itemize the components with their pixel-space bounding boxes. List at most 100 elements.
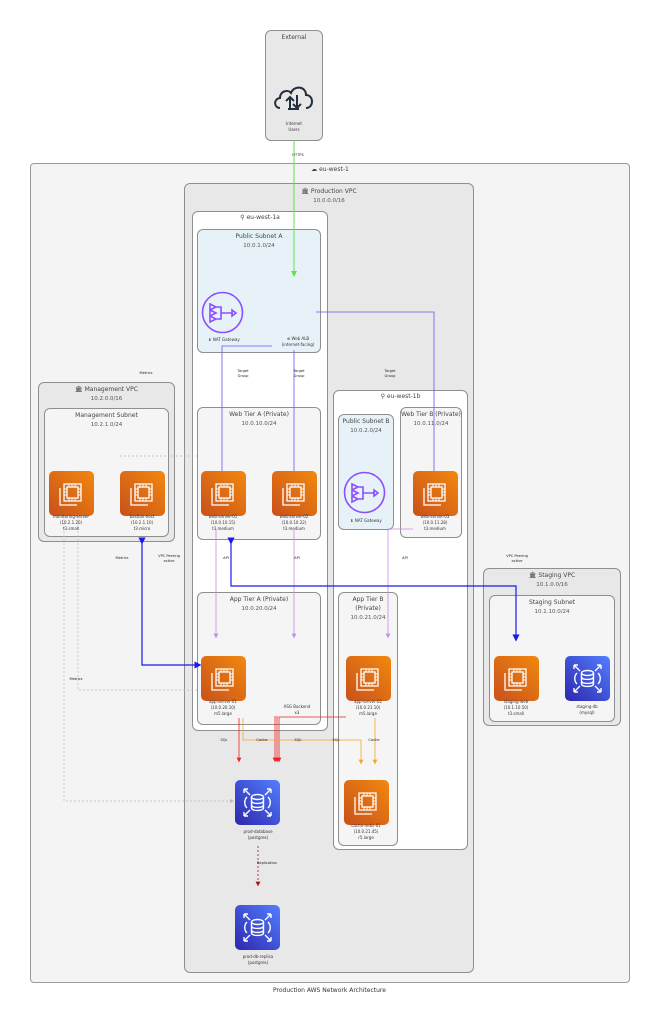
public-subnet-a-title: Public Subnet A 10.0.1.0/24 (198, 232, 320, 251)
app-tier-a-name: App Tier A (Private) (229, 596, 289, 603)
ec2-instance-icon[interactable] (49, 471, 94, 516)
mgmt-subnet-name: Management Subnet (75, 412, 138, 419)
ec2-instance-icon[interactable] (201, 656, 246, 701)
node-name: web-server-02 (279, 514, 309, 519)
edge-label-api: API (223, 556, 229, 560)
nat-gateway-b-label: ⬇ NAT Gateway (350, 518, 382, 523)
az-a-name: eu-west-1a (246, 214, 280, 221)
app-tier-a-cidr: 10.0.20.0/24 (241, 606, 277, 612)
prod-vpc-cidr: 10.0.0.0/16 (313, 198, 345, 204)
node-name: bastion-host (129, 514, 155, 519)
region-name: eu-west-1 (319, 166, 349, 173)
node-ip: (10.0.11.28) (422, 520, 448, 525)
node-name: cache-redis-01 (351, 823, 381, 828)
vpc-icon: 🏛 (301, 188, 309, 195)
cache-redis-01-label: cache-redis-01(10.0.21.45)r5.large (351, 823, 381, 841)
node-name: web-server-03 (420, 514, 450, 519)
ec2-instance-icon[interactable] (346, 656, 391, 701)
node-name: staging-db (576, 704, 598, 709)
mgmt-vpc-name: Management VPC (84, 386, 138, 393)
app-tier-a-title: App Tier A (Private) 10.0.20.0/24 (198, 595, 320, 614)
public-subnet-a-cidr: 10.0.1.0/24 (243, 243, 275, 249)
alb-icon: ⊕ (286, 336, 291, 341)
node-engine: (postgres) (247, 835, 269, 840)
node-ip: (10.2.1.20) (59, 520, 83, 525)
node-ip: (10.0.20.10) (210, 705, 236, 710)
edge-label-metrics: Metrics (139, 371, 153, 375)
edge-label-api: API (402, 556, 408, 560)
staging-subnet-name: Staging Subnet (528, 599, 576, 606)
ec2-instance-icon[interactable] (413, 471, 458, 516)
app-server-02-label: app-server-02(10.0.21.10)m5.large (354, 699, 382, 717)
node-engine: (mysql) (579, 710, 595, 715)
web-alb-label[interactable]: ⊕ Web ALB(internet-facing) (282, 336, 315, 348)
nat-gateway-icon[interactable] (200, 290, 245, 335)
active-label: active (511, 559, 523, 563)
node-type: t3.medium (212, 526, 234, 531)
node-type: t3.small (62, 526, 80, 531)
web-server-03-label: web-server-03(10.0.11.28)t3.medium (421, 514, 450, 532)
rds-database-icon[interactable] (235, 780, 280, 825)
node-type: m5.large (359, 711, 377, 716)
app-tier-b-name: App Tier B (Private) (352, 596, 384, 612)
staging-vpc-name: Staging VPC (538, 572, 576, 579)
az-b-name: eu-west-1b (386, 393, 421, 400)
public-subnet-a-name: Public Subnet A (235, 233, 283, 240)
diagram-caption: Production AWS Network Architecture (273, 987, 386, 994)
alb-scheme: (internet-facing) (281, 342, 315, 347)
edge-label-sql: SQL (220, 738, 228, 742)
nat-gateway-icon[interactable] (342, 470, 387, 515)
edge-label-sql: SQL (332, 738, 340, 742)
asg-name: ASG Backend (283, 704, 311, 709)
users-label: Users (288, 127, 300, 132)
node-name: prod-db-replica (242, 954, 274, 959)
az-b-label: ⚲ eu-west-1b (334, 392, 467, 401)
web-tier-b-title: Web Tier B (Private)10.0.11.0/24 (401, 410, 461, 429)
cloud-upload-download-icon (274, 86, 313, 110)
external-title: External (281, 34, 307, 41)
staging-db-label: staging-db(mysql) (576, 704, 597, 716)
web-server-01-label: web-server-01(10.0.10.15)t3.medium (209, 514, 238, 532)
ec2-instance-icon[interactable] (494, 656, 539, 701)
nat-b-text: NAT Gateway (354, 518, 382, 523)
region-label: ☁ eu-west-1 (31, 165, 629, 174)
prod-vpc-title: 🏛 Production VPC 10.0.0.0/16 (185, 187, 473, 206)
ec2-instance-icon[interactable] (201, 471, 246, 516)
vpc-icon: 🏛 (528, 572, 537, 579)
elasticache-node-icon[interactable] (344, 780, 389, 825)
node-type: t3.medium (424, 526, 446, 531)
staging-vpc-cidr: 10.1.0.0/16 (536, 582, 568, 588)
rds-database-icon[interactable] (565, 656, 610, 701)
alb-name: Web ALB (291, 336, 310, 341)
node-name: monitoring-server (53, 514, 89, 519)
web-server-02-label: web-server-02(10.0.10.22)t3.medium (280, 514, 309, 532)
nat-a-text: NAT Gateway (212, 337, 240, 342)
node-name: staging-web (503, 699, 529, 704)
vpc-peering-label: VPC Peering (158, 554, 180, 558)
prod-vpc-name: Production VPC (310, 188, 357, 195)
az-a-label: ⚲ eu-west-1a (193, 213, 327, 222)
ec2-instance-icon[interactable] (272, 471, 317, 516)
node-type: t3.micro (133, 526, 151, 531)
ec2-instance-icon[interactable] (120, 471, 165, 516)
edge-label-sql: SQL (294, 738, 302, 742)
group-label: Group (293, 374, 305, 378)
web-tier-b-cidr: 10.0.11.0/24 (413, 421, 449, 427)
node-ip: (10.0.21.10) (355, 705, 381, 710)
web-tier-a-cidr: 10.0.10.0/24 (241, 421, 277, 427)
rds-database-icon[interactable] (235, 905, 280, 950)
active-label: active (163, 559, 175, 563)
vpc-icon: 🏛 (75, 386, 83, 393)
edge-label-metrics: Metrics (115, 556, 129, 560)
prod-db-replica-label: prod-db-replica(postgres) (243, 954, 273, 966)
